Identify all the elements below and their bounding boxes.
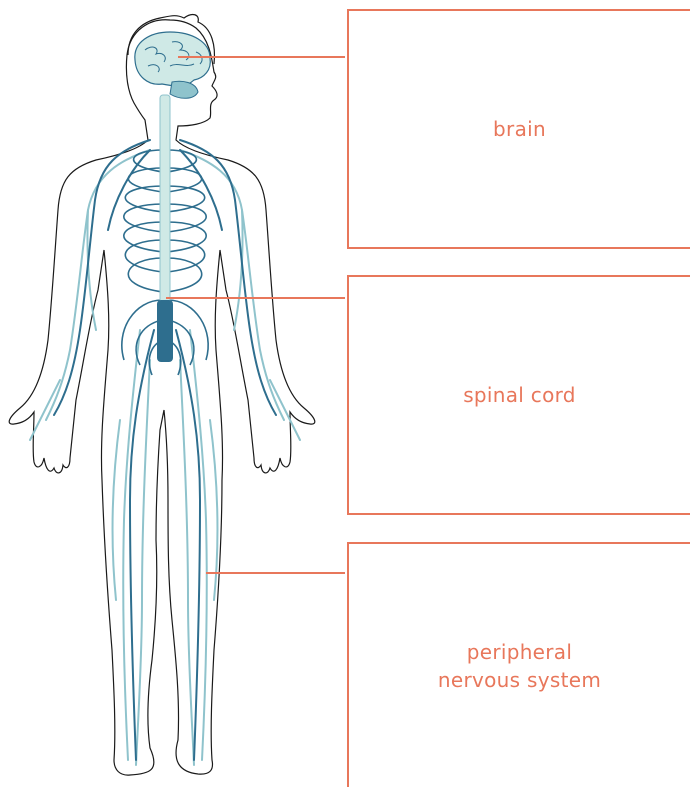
peripheral-label: peripheral nervous system — [438, 638, 601, 694]
brain-shape — [135, 32, 210, 86]
peripheral-label-line1: peripheral — [438, 638, 601, 666]
spinal-cord-label: spinal cord — [463, 381, 576, 409]
spinal-cord-label-box: spinal cord — [347, 275, 690, 515]
spinal-cord-lower — [157, 300, 173, 362]
peripheral-label-box: peripheral nervous system — [347, 542, 690, 787]
brain-label: brain — [493, 115, 546, 143]
brain-label-box: brain — [347, 9, 690, 249]
peripheral-label-line2: nervous system — [438, 666, 601, 694]
spinal-cord-upper — [160, 95, 170, 305]
